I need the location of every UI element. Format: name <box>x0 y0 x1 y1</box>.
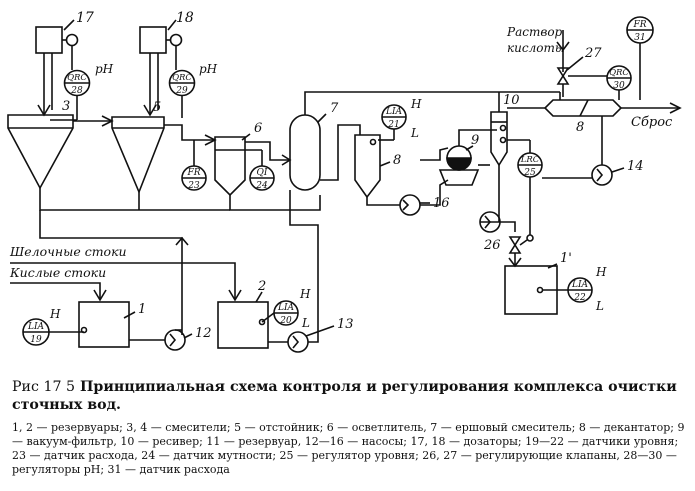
doser-18-motor <box>169 33 183 47</box>
svg-text:14: 14 <box>627 159 644 174</box>
svg-text:кислоты: кислоты <box>507 41 565 55</box>
svg-text:QRC: QRC <box>172 73 192 83</box>
svg-text:9: 9 <box>471 133 479 148</box>
svg-text:27: 27 <box>584 46 602 61</box>
svg-text:19: 19 <box>30 335 42 345</box>
svg-text:Кислые стоки: Кислые стоки <box>9 265 106 280</box>
svg-text:pH: pH <box>95 62 114 76</box>
receiver-10 <box>490 111 508 167</box>
svg-text:5: 5 <box>153 100 161 115</box>
svg-text:LIA: LIA <box>277 303 295 313</box>
decanter-8 <box>354 134 381 199</box>
svg-text:26: 26 <box>483 238 501 253</box>
figure-legend: 1, 2 — резервуары; 3, 4 — смесители; 5 —… <box>12 421 688 477</box>
mixer-3 <box>7 114 74 190</box>
svg-text:8: 8 <box>576 120 584 135</box>
svg-text:QRC: QRC <box>67 73 87 83</box>
figure-title: Принципиальная схема контроля и регулиро… <box>12 379 677 413</box>
svg-text:Шелочные стоки: Шелочные стоки <box>9 244 127 259</box>
svg-text:30: 30 <box>613 81 625 91</box>
valve-26 <box>508 236 522 254</box>
svg-text:Раствор: Раствор <box>506 25 563 39</box>
svg-text:L: L <box>301 316 310 330</box>
legend-text: 1, 2 — резервуары; 3, 4 — смесители; 5 —… <box>12 421 685 476</box>
svg-text:31: 31 <box>634 33 645 43</box>
svg-text:pH: pH <box>199 62 218 76</box>
svg-text:10: 10 <box>503 93 520 108</box>
svg-text:28: 28 <box>70 86 83 96</box>
tank-2 <box>217 301 269 349</box>
svg-text:25: 25 <box>523 168 536 178</box>
svg-text:6: 6 <box>254 121 262 136</box>
ruff-mixer-7 <box>543 99 623 117</box>
svg-text:8: 8 <box>393 153 401 168</box>
svg-text:16: 16 <box>433 196 450 211</box>
clarifier-6 <box>289 114 321 191</box>
svg-text:LIA: LIA <box>27 322 45 332</box>
svg-text:LIA: LIA <box>571 280 589 290</box>
label-18: 18 <box>176 10 194 26</box>
settler-5 <box>214 136 246 197</box>
svg-text:24: 24 <box>255 181 268 191</box>
svg-text:H: H <box>595 265 607 279</box>
doser-17 <box>35 26 63 54</box>
figure-number: Рис 17 5 <box>12 379 76 395</box>
pump-14 <box>399 194 421 216</box>
svg-text:23: 23 <box>187 181 200 191</box>
svg-text:13: 13 <box>337 317 354 332</box>
svg-text:1: 1 <box>138 302 146 317</box>
svg-text:LIA: LIA <box>385 107 403 117</box>
svg-text:21: 21 <box>387 120 399 130</box>
svg-text:H: H <box>299 287 311 301</box>
svg-text:Сброс: Сброс <box>631 115 673 130</box>
svg-text:L: L <box>595 299 604 313</box>
svg-text:H: H <box>410 97 422 111</box>
process-diagram: 17 18 QRC 28 pH QRC 29 pH 3 5 FR 23 6 <box>7 10 682 353</box>
svg-text:H: H <box>49 307 61 321</box>
svg-text:FR: FR <box>186 168 200 178</box>
svg-text:L: L <box>410 126 419 140</box>
svg-text:QI: QI <box>257 168 268 178</box>
svg-text:20: 20 <box>279 316 292 326</box>
svg-text:12: 12 <box>195 326 212 341</box>
svg-text:LRC: LRC <box>520 155 540 165</box>
svg-text:3: 3 <box>62 99 70 114</box>
doser-17-motor <box>65 33 79 47</box>
svg-text:29: 29 <box>175 86 188 96</box>
label-17: 17 <box>76 10 94 26</box>
svg-text:1': 1' <box>560 251 572 266</box>
mixer-4 <box>111 116 165 195</box>
svg-text:7: 7 <box>330 101 339 116</box>
svg-text:FR: FR <box>632 20 646 30</box>
doser-18 <box>139 26 167 54</box>
figure-caption-title: Рис 17 5 Принципиальная схема контроля и… <box>12 378 684 414</box>
svg-text:22: 22 <box>573 293 586 303</box>
tank-1 <box>78 301 130 348</box>
svg-text:2: 2 <box>257 279 266 294</box>
svg-text:QRC: QRC <box>609 68 629 78</box>
